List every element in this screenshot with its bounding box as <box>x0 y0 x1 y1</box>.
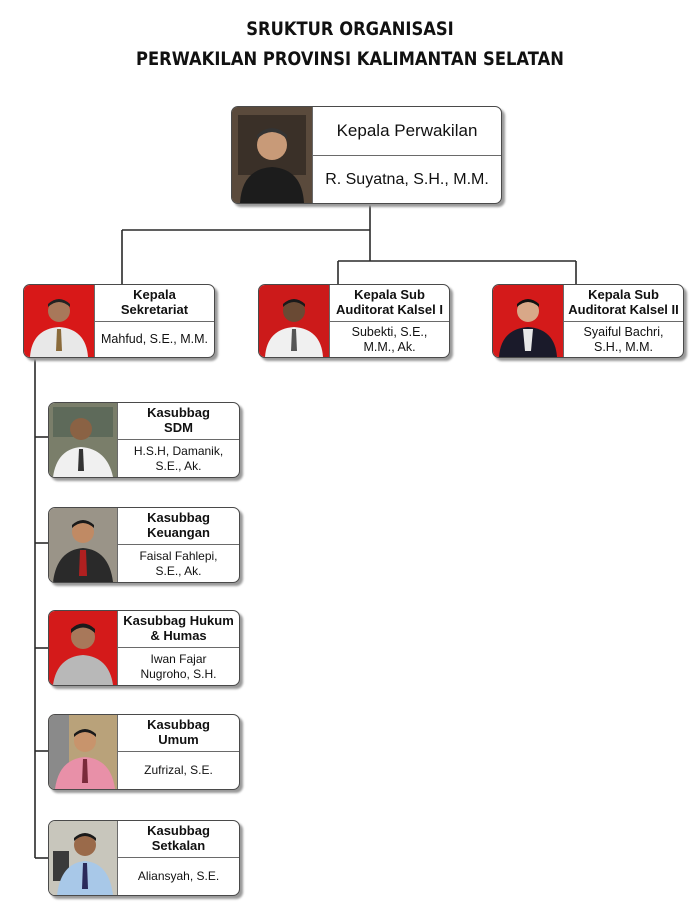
chart-title-line1: SRUKTUR ORGANISASI <box>246 18 454 40</box>
sub-auditorat-1-role: Kepala Sub Auditorat Kalsel I <box>330 285 449 322</box>
kasubbag-umum-name: Zufrizal, S.E. <box>144 763 213 778</box>
kasubbag-setkalan-name: Aliansyah, S.E. <box>137 869 220 884</box>
kasubbag-umum-card: Kasubbag Umum Zufrizal, S.E. <box>48 714 240 790</box>
secretariat-role: Kepala Sekretariat <box>95 285 214 322</box>
sub-auditorat-1-name: Subekti, S.E., M.M., Ak. <box>351 324 428 354</box>
head-card: Kepala Perwakilan R. Suyatna, S.H., M.M. <box>231 106 502 204</box>
kasubbag-sdm-card: Kasubbag SDM H.S.H, Damanik, S.E., Ak. <box>48 402 240 478</box>
head-photo <box>232 107 313 203</box>
kasubbag-hukum-humas-name: Iwan Fajar Nugroho, S.H. <box>140 652 217 681</box>
kasubbag-setkalan-photo <box>49 821 118 895</box>
kasubbag-hukum-humas-card: Kasubbag Hukum & Humas Iwan Fajar Nugroh… <box>48 610 240 686</box>
kasubbag-keuangan-name: Faisal Fahlepi, S.E., Ak. <box>139 549 218 578</box>
kasubbag-sdm-role: Kasubbag SDM <box>118 403 239 440</box>
sub-auditorat-2-name: Syaiful Bachri, S.H., M.M. <box>583 324 664 354</box>
sub-auditorat-1-card: Kepala Sub Auditorat Kalsel I Subekti, S… <box>258 284 450 358</box>
kasubbag-umum-role: Kasubbag Umum <box>118 715 239 752</box>
kasubbag-keuangan-card: Kasubbag Keuangan Faisal Fahlepi, S.E., … <box>48 507 240 583</box>
kasubbag-umum-photo <box>49 715 118 789</box>
kasubbag-hukum-humas-role: Kasubbag Hukum & Humas <box>118 611 239 648</box>
chart-title-line2: PERWAKILAN PROVINSI KALIMANTAN SELATAN <box>136 48 564 70</box>
sub-auditorat-2-photo <box>493 285 564 357</box>
secretariat-card: Kepala Sekretariat Mahfud, S.E., M.M. <box>23 284 215 358</box>
head-name: R. Suyatna, S.H., M.M. <box>325 170 489 188</box>
kasubbag-hukum-humas-photo <box>49 611 118 685</box>
kasubbag-keuangan-photo <box>49 508 118 582</box>
kasubbag-setkalan-card: Kasubbag Setkalan Aliansyah, S.E. <box>48 820 240 896</box>
kasubbag-keuangan-role: Kasubbag Keuangan <box>118 508 239 545</box>
sub-auditorat-2-card: Kepala Sub Auditorat Kalsel II Syaiful B… <box>492 284 684 358</box>
sub-auditorat-2-role: Kepala Sub Auditorat Kalsel II <box>564 285 683 322</box>
kasubbag-sdm-name: H.S.H, Damanik, S.E., Ak. <box>133 444 224 473</box>
head-role: Kepala Perwakilan <box>313 107 501 156</box>
secretariat-name: Mahfud, S.E., M.M. <box>101 332 208 346</box>
kasubbag-setkalan-role: Kasubbag Setkalan <box>118 821 239 858</box>
secretariat-photo <box>24 285 95 357</box>
kasubbag-sdm-photo <box>49 403 118 477</box>
sub-auditorat-1-photo <box>259 285 330 357</box>
